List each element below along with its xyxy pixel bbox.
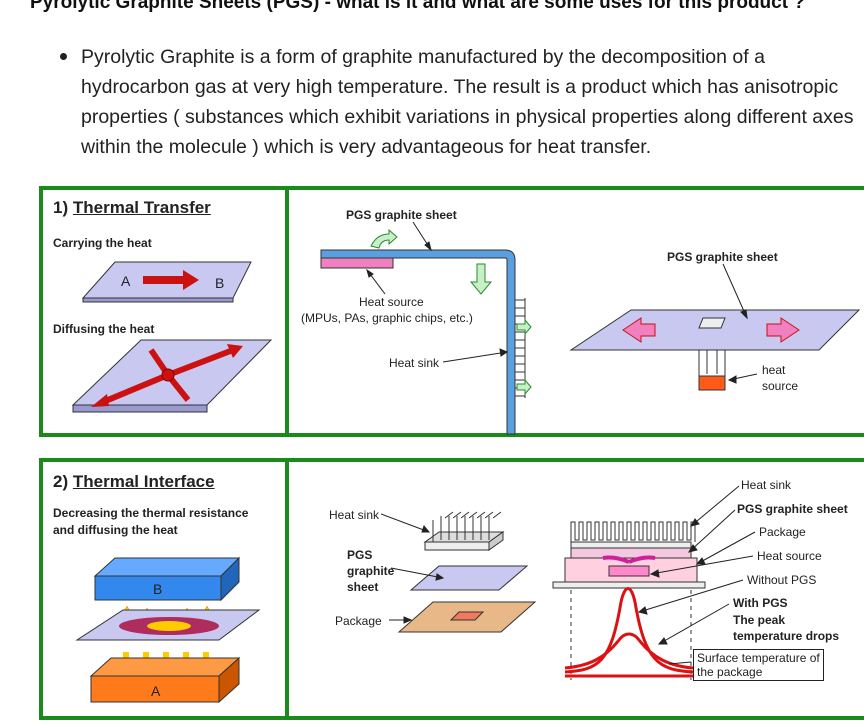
heat-label: heat — [762, 363, 786, 377]
bullet-line: hydrocarbon gas at very high temperature… — [81, 76, 839, 98]
pgs-label-line1: PGS — [347, 548, 373, 562]
source-drop-lines — [698, 350, 726, 376]
package-label: Package — [335, 614, 382, 628]
bent-pgs-sheet — [320, 249, 516, 435]
green-flow-arrow — [370, 228, 398, 249]
sheet-edge — [82, 297, 234, 303]
section-heat-sink-fins — [570, 521, 696, 549]
pgs-sheet-label: PGS graphite sheet — [346, 208, 457, 222]
r-heat-source-label: Heat source — [757, 549, 822, 563]
interface-diagram — [380, 485, 756, 680]
with-pgs-curve — [564, 632, 694, 670]
surface-temp-line2: the package — [697, 665, 763, 679]
r-package-label: Package — [759, 525, 806, 539]
block-b-top — [93, 557, 241, 577]
section-dashed-lines — [570, 590, 692, 680]
diffusing-heat-label: Diffusing the heat — [53, 322, 155, 336]
heat-sink-label: Heat sink — [389, 356, 440, 370]
diffuse-arrowhead — [91, 394, 109, 407]
r-peak-label-1: The peak — [733, 613, 786, 627]
block-b-side — [220, 556, 240, 602]
block-b-label: B — [153, 581, 162, 597]
bullet-line: Pyrolytic Graphite is a form of graphite… — [81, 46, 765, 68]
section1-title: 1) Thermal Transfer — [53, 198, 211, 218]
heat-sink-fins — [515, 298, 526, 398]
pgs-label-line3: sheet — [347, 580, 379, 594]
heat-sink-label-2: Heat sink — [329, 508, 380, 522]
thermal-interface-left-panel: 2) Thermal Interface Decreasing the ther… — [39, 458, 289, 720]
section1-number: 1) — [53, 198, 69, 217]
pgs-label-line2: graphite — [347, 564, 395, 578]
heat-core — [147, 621, 191, 631]
section2-desc-line2: and diffusing the heat — [53, 523, 178, 537]
r-heat-sink-label: Heat sink — [741, 478, 792, 492]
exploded-pgs-sheet — [409, 565, 529, 591]
section-base — [552, 581, 706, 589]
block-a-side — [218, 656, 240, 704]
bullet-text: Pyrolytic Graphite is a form of graphite… — [81, 42, 864, 162]
bullet-dot — [60, 53, 67, 60]
pointer-lines-2 — [722, 263, 758, 384]
heat-source-cube — [698, 375, 726, 391]
page-heading: Pyrolytic Graphite Sheets (PGS) - what i… — [30, 0, 805, 13]
carry-label-b: B — [215, 275, 224, 291]
diffuse-sheet-edge — [72, 404, 208, 413]
exploded-heat-sink — [423, 511, 505, 551]
heat-lower-arrows — [123, 652, 209, 662]
without-pgs-curve — [564, 587, 694, 674]
section-pointers — [637, 485, 756, 665]
heat-source-detail: (MPUs, PAs, graphic chips, etc.) — [301, 311, 473, 325]
bullet-line: properties ( substances which exhibit va… — [81, 106, 854, 128]
thermal-transfer-left-panel: 1) Thermal Transfer Carrying the heat Di… — [39, 186, 289, 437]
carry-label-a: A — [121, 273, 131, 289]
r-without-pgs-label: Without PGS — [747, 573, 817, 587]
source-label: source — [762, 379, 799, 393]
green-flow-arrow — [516, 378, 532, 396]
heat-pipe-diagram — [320, 221, 861, 435]
green-flow-arrow — [516, 318, 532, 336]
diffuse-source-dot — [161, 368, 175, 382]
surface-temp-line1: Surface temperature of — [697, 651, 820, 665]
carrying-heat-label: Carrying the heat — [53, 236, 152, 250]
pgs-sheet-label-2: PGS graphite sheet — [667, 250, 778, 264]
section2-desc-line1: Decreasing the thermal resistance — [53, 506, 249, 520]
section2-title-text: Thermal Interface — [72, 472, 215, 491]
heat-source-block — [320, 257, 394, 269]
carry-arrow — [143, 270, 199, 290]
section1-title-text: Thermal Transfer — [72, 198, 211, 217]
exploded-package-chip — [449, 611, 485, 621]
block-a-top — [89, 657, 241, 677]
block-a-label: A — [151, 683, 161, 699]
thermal-interface-right-panel: Heat sink PGS graphite sheet Package Hea… — [285, 458, 864, 720]
section2-title: 2) Thermal Interface — [53, 472, 215, 492]
section2-number: 2) — [53, 472, 69, 491]
r-peak-label-2: temperature drops — [733, 629, 840, 643]
flat-pgs-sheet — [569, 309, 861, 351]
exploded-pointers — [380, 513, 445, 624]
surface-temp-box: Surface temperature of the package — [693, 649, 824, 681]
thermal-transfer-right-panel: PGS graphite sheet Heat source (MPUs, PA… — [285, 186, 864, 437]
section-spread-arrows — [602, 555, 656, 564]
section-heat-source — [608, 565, 650, 577]
section-pgs-layer — [570, 547, 692, 559]
right-diffuse-arrow — [766, 317, 800, 343]
chip-on-sheet — [698, 317, 726, 329]
r-with-pgs-label: With PGS — [733, 596, 788, 610]
green-flow-arrow — [469, 263, 493, 295]
thermal-interface-stack: B A — [75, 556, 261, 704]
heat-source-label: Heat source — [359, 295, 424, 309]
diffuse-arrowhead — [227, 344, 243, 358]
block-a-front — [90, 675, 220, 703]
r-pgs-label: PGS graphite sheet — [737, 502, 848, 516]
bullet-line: within the molecule ) which is very adva… — [81, 136, 652, 158]
pointer-lines — [366, 221, 509, 363]
carrying-heat-diagram: A B — [71, 261, 273, 413]
left-diffuse-arrow — [622, 317, 656, 343]
block-b-front — [94, 575, 222, 601]
